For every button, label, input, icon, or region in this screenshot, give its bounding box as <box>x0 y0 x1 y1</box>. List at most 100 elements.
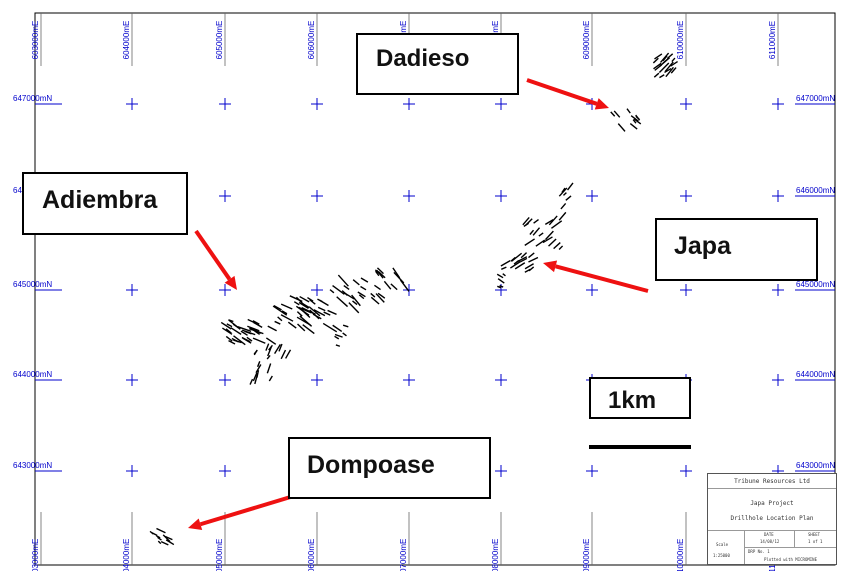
sheet-column-label: SHEET <box>808 532 821 537</box>
drillhole-trace <box>566 182 574 191</box>
map-frame <box>34 12 836 566</box>
drillhole-trace <box>375 293 385 303</box>
drillhole-trace <box>247 325 260 332</box>
drillhole-trace <box>528 256 539 263</box>
drillhole-trace <box>548 238 557 247</box>
grid-crosshair <box>219 284 231 296</box>
drillhole-trace <box>626 108 631 114</box>
drillhole-trace <box>337 274 349 287</box>
label-dompoase: Dompoase <box>307 451 435 479</box>
drillhole-trace <box>544 230 554 241</box>
drillhole-trace <box>267 346 273 357</box>
drillhole-trace <box>358 294 365 300</box>
drillhole-trace <box>277 316 283 322</box>
grid-crosshair <box>586 190 598 202</box>
grid-crosshair <box>311 284 323 296</box>
drillhole-trace <box>162 534 171 543</box>
drillhole-trace <box>298 301 309 310</box>
drillhole-trace <box>342 324 349 328</box>
grid-crosshair <box>311 98 323 110</box>
drillhole-trace <box>561 187 566 193</box>
drillhole-trace <box>266 354 271 360</box>
drillhole-trace <box>289 295 303 303</box>
drillhole-trace <box>265 337 277 345</box>
label-japa: Japa <box>674 232 731 260</box>
drillhole-trace <box>565 195 572 201</box>
grid-crosshair <box>311 374 323 386</box>
drillhole-trace <box>560 202 567 210</box>
drillhole-trace <box>332 284 345 295</box>
drillhole-trace <box>156 527 166 534</box>
drillhole-trace <box>278 343 283 352</box>
drillhole-trace <box>653 72 660 78</box>
drillhole-trace <box>357 291 366 298</box>
drillhole-trace <box>635 114 641 121</box>
drillhole-trace <box>233 335 246 346</box>
grid-crosshair <box>680 284 692 296</box>
drillhole-trace <box>268 375 273 382</box>
date-column-label: DATE <box>764 532 774 537</box>
drillhole-trace <box>274 343 281 354</box>
drillhole-trace <box>246 336 253 342</box>
drillhole-trace <box>617 123 626 132</box>
grid-crosshair <box>495 465 507 477</box>
northing-label: 646000mN <box>796 186 835 195</box>
northing-label: 645000mN <box>796 280 835 289</box>
easting-label: 603000mE <box>31 539 40 571</box>
drillhole-trace <box>524 238 535 246</box>
grid-crosshair <box>495 190 507 202</box>
label-dadieso: Dadieso <box>376 45 470 72</box>
drillhole-trace <box>562 192 567 196</box>
drillhole-trace <box>528 252 535 259</box>
drillhole-trace <box>524 268 531 273</box>
drillhole-trace <box>532 227 541 236</box>
drillhole-trace <box>522 216 530 226</box>
drillhole-trace <box>542 236 553 244</box>
label-box-dadieso: Dadieso <box>356 33 519 95</box>
grid-crosshair <box>403 98 415 110</box>
drillhole-trace <box>501 266 507 270</box>
drillhole-trace <box>252 372 258 382</box>
northing-label: 647000mN <box>796 94 835 103</box>
plan-title: Drillhole Location Plan <box>730 515 814 522</box>
drillhole-trace <box>370 292 376 298</box>
drillhole-trace <box>252 337 266 344</box>
label-box-dompoase: Dompoase <box>288 437 491 499</box>
drillhole-trace <box>342 332 347 337</box>
drillhole-trace <box>390 283 398 291</box>
drillhole-trace <box>652 57 659 64</box>
title-block-details: Scale 1:25000 DATE 14/08/12 SHEET 1 of 1… <box>708 530 836 564</box>
easting-label: 605000mE <box>215 539 224 571</box>
grid-crosshair <box>126 374 138 386</box>
grid-crosshair <box>680 98 692 110</box>
scale-bar-box: 1km <box>589 377 691 419</box>
drillhole-trace <box>544 219 554 225</box>
drillhole-trace <box>273 305 282 311</box>
drillhole-trace <box>232 323 239 329</box>
grid-crosshair <box>126 98 138 110</box>
drillhole-trace <box>610 111 616 117</box>
northing-label: 645000mN <box>13 280 52 289</box>
drillhole-trace <box>658 62 670 73</box>
project-name: Japa Project <box>750 500 794 507</box>
drillhole-trace <box>165 539 175 546</box>
drillhole-trace <box>664 61 674 72</box>
easting-label: 604000mE <box>122 539 131 571</box>
drillhole-trace <box>351 294 361 307</box>
drillhole-trace <box>509 261 521 269</box>
pointer-arrow <box>526 78 609 110</box>
drillhole-trace <box>376 269 384 279</box>
date-value: 14/08/12 <box>760 539 780 544</box>
drillhole-traces <box>149 52 678 546</box>
grid-crosshair <box>495 374 507 386</box>
drillhole-trace <box>240 330 248 336</box>
title-block-company-row: Tribune Resources Ltd <box>708 474 836 489</box>
label-box-japa: Japa <box>655 218 818 281</box>
company-name: Tribune Resources Ltd <box>734 478 810 485</box>
drillhole-trace <box>613 110 621 118</box>
drillhole-trace <box>670 67 677 74</box>
drillhole-trace <box>392 267 401 279</box>
drillhole-trace <box>313 309 326 317</box>
drillhole-trace <box>293 301 300 306</box>
easting-label: 607000mE <box>399 539 408 571</box>
